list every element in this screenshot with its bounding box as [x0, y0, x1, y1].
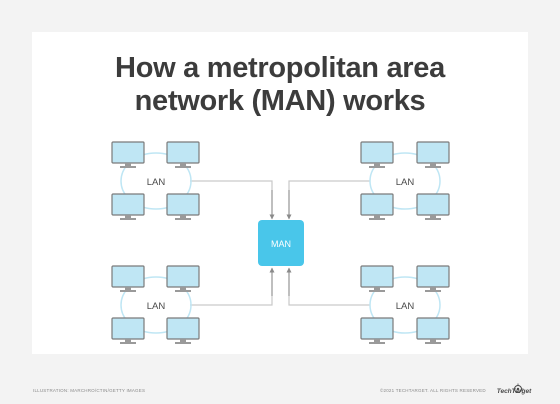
desktop-monitor-icon [360, 265, 394, 293]
lan-cluster-bottom-left: LAN [111, 265, 200, 345]
lan-label-bottom-right: LAN [396, 301, 415, 312]
man-hub: MAN [258, 220, 304, 266]
lan-cluster-top-left: LAN [111, 141, 200, 221]
lan-label-top-left: LAN [147, 177, 166, 188]
desktop-monitor-icon [111, 265, 145, 293]
title-line-1: How a metropolitan area [115, 52, 445, 84]
techtarget-logo: TechTarget [496, 380, 532, 398]
connector-bottom-left [190, 270, 273, 306]
desktop-monitor-icon [360, 141, 394, 169]
desktop-monitor-icon [166, 265, 200, 293]
illustration-credit: ILLUSTRATION: MARCHRO/CTIN/GETTY IMAGES [33, 388, 146, 393]
desktop-monitor-icon [166, 317, 200, 345]
lan-cluster-top-right: LAN [360, 141, 450, 221]
title-line-2: network (MAN) works [134, 85, 426, 117]
desktop-monitor-icon [166, 141, 200, 169]
connector-bottom-right [288, 270, 370, 306]
desktop-monitor-icon [416, 265, 450, 293]
copyright-notice: ©2021 TECHTARGET. ALL RIGHTS RESERVED [380, 388, 486, 393]
desktop-monitor-icon [416, 317, 450, 345]
lan-ring [369, 276, 441, 334]
desktop-monitor-icon [360, 193, 394, 221]
connector-top-left [190, 180, 273, 215]
desktop-monitor-icon [360, 317, 394, 345]
man-hub-box [258, 220, 304, 266]
lan-ring [120, 276, 192, 334]
logo-mark-icon [512, 383, 524, 393]
diagram-title: How a metropolitan area network (MAN) wo… [32, 52, 528, 118]
desktop-monitor-icon [111, 141, 145, 169]
desktop-monitor-icon [416, 193, 450, 221]
lan-label-bottom-left: LAN [147, 301, 166, 312]
logo-text: TechTarget [496, 388, 532, 395]
desktop-monitor-icon [416, 141, 450, 169]
desktop-monitor-icon [166, 193, 200, 221]
lan-cluster-bottom-right: LAN [360, 265, 450, 345]
diagram-card [32, 32, 528, 354]
lan-ring [120, 152, 192, 210]
lan-ring [369, 152, 441, 210]
connectors [190, 180, 370, 306]
desktop-monitor-icon [111, 193, 145, 221]
desktop-monitor-icon [111, 317, 145, 345]
connector-top-right [288, 180, 370, 215]
lan-label-top-right: LAN [396, 177, 415, 188]
man-hub-label: MAN [271, 239, 291, 249]
